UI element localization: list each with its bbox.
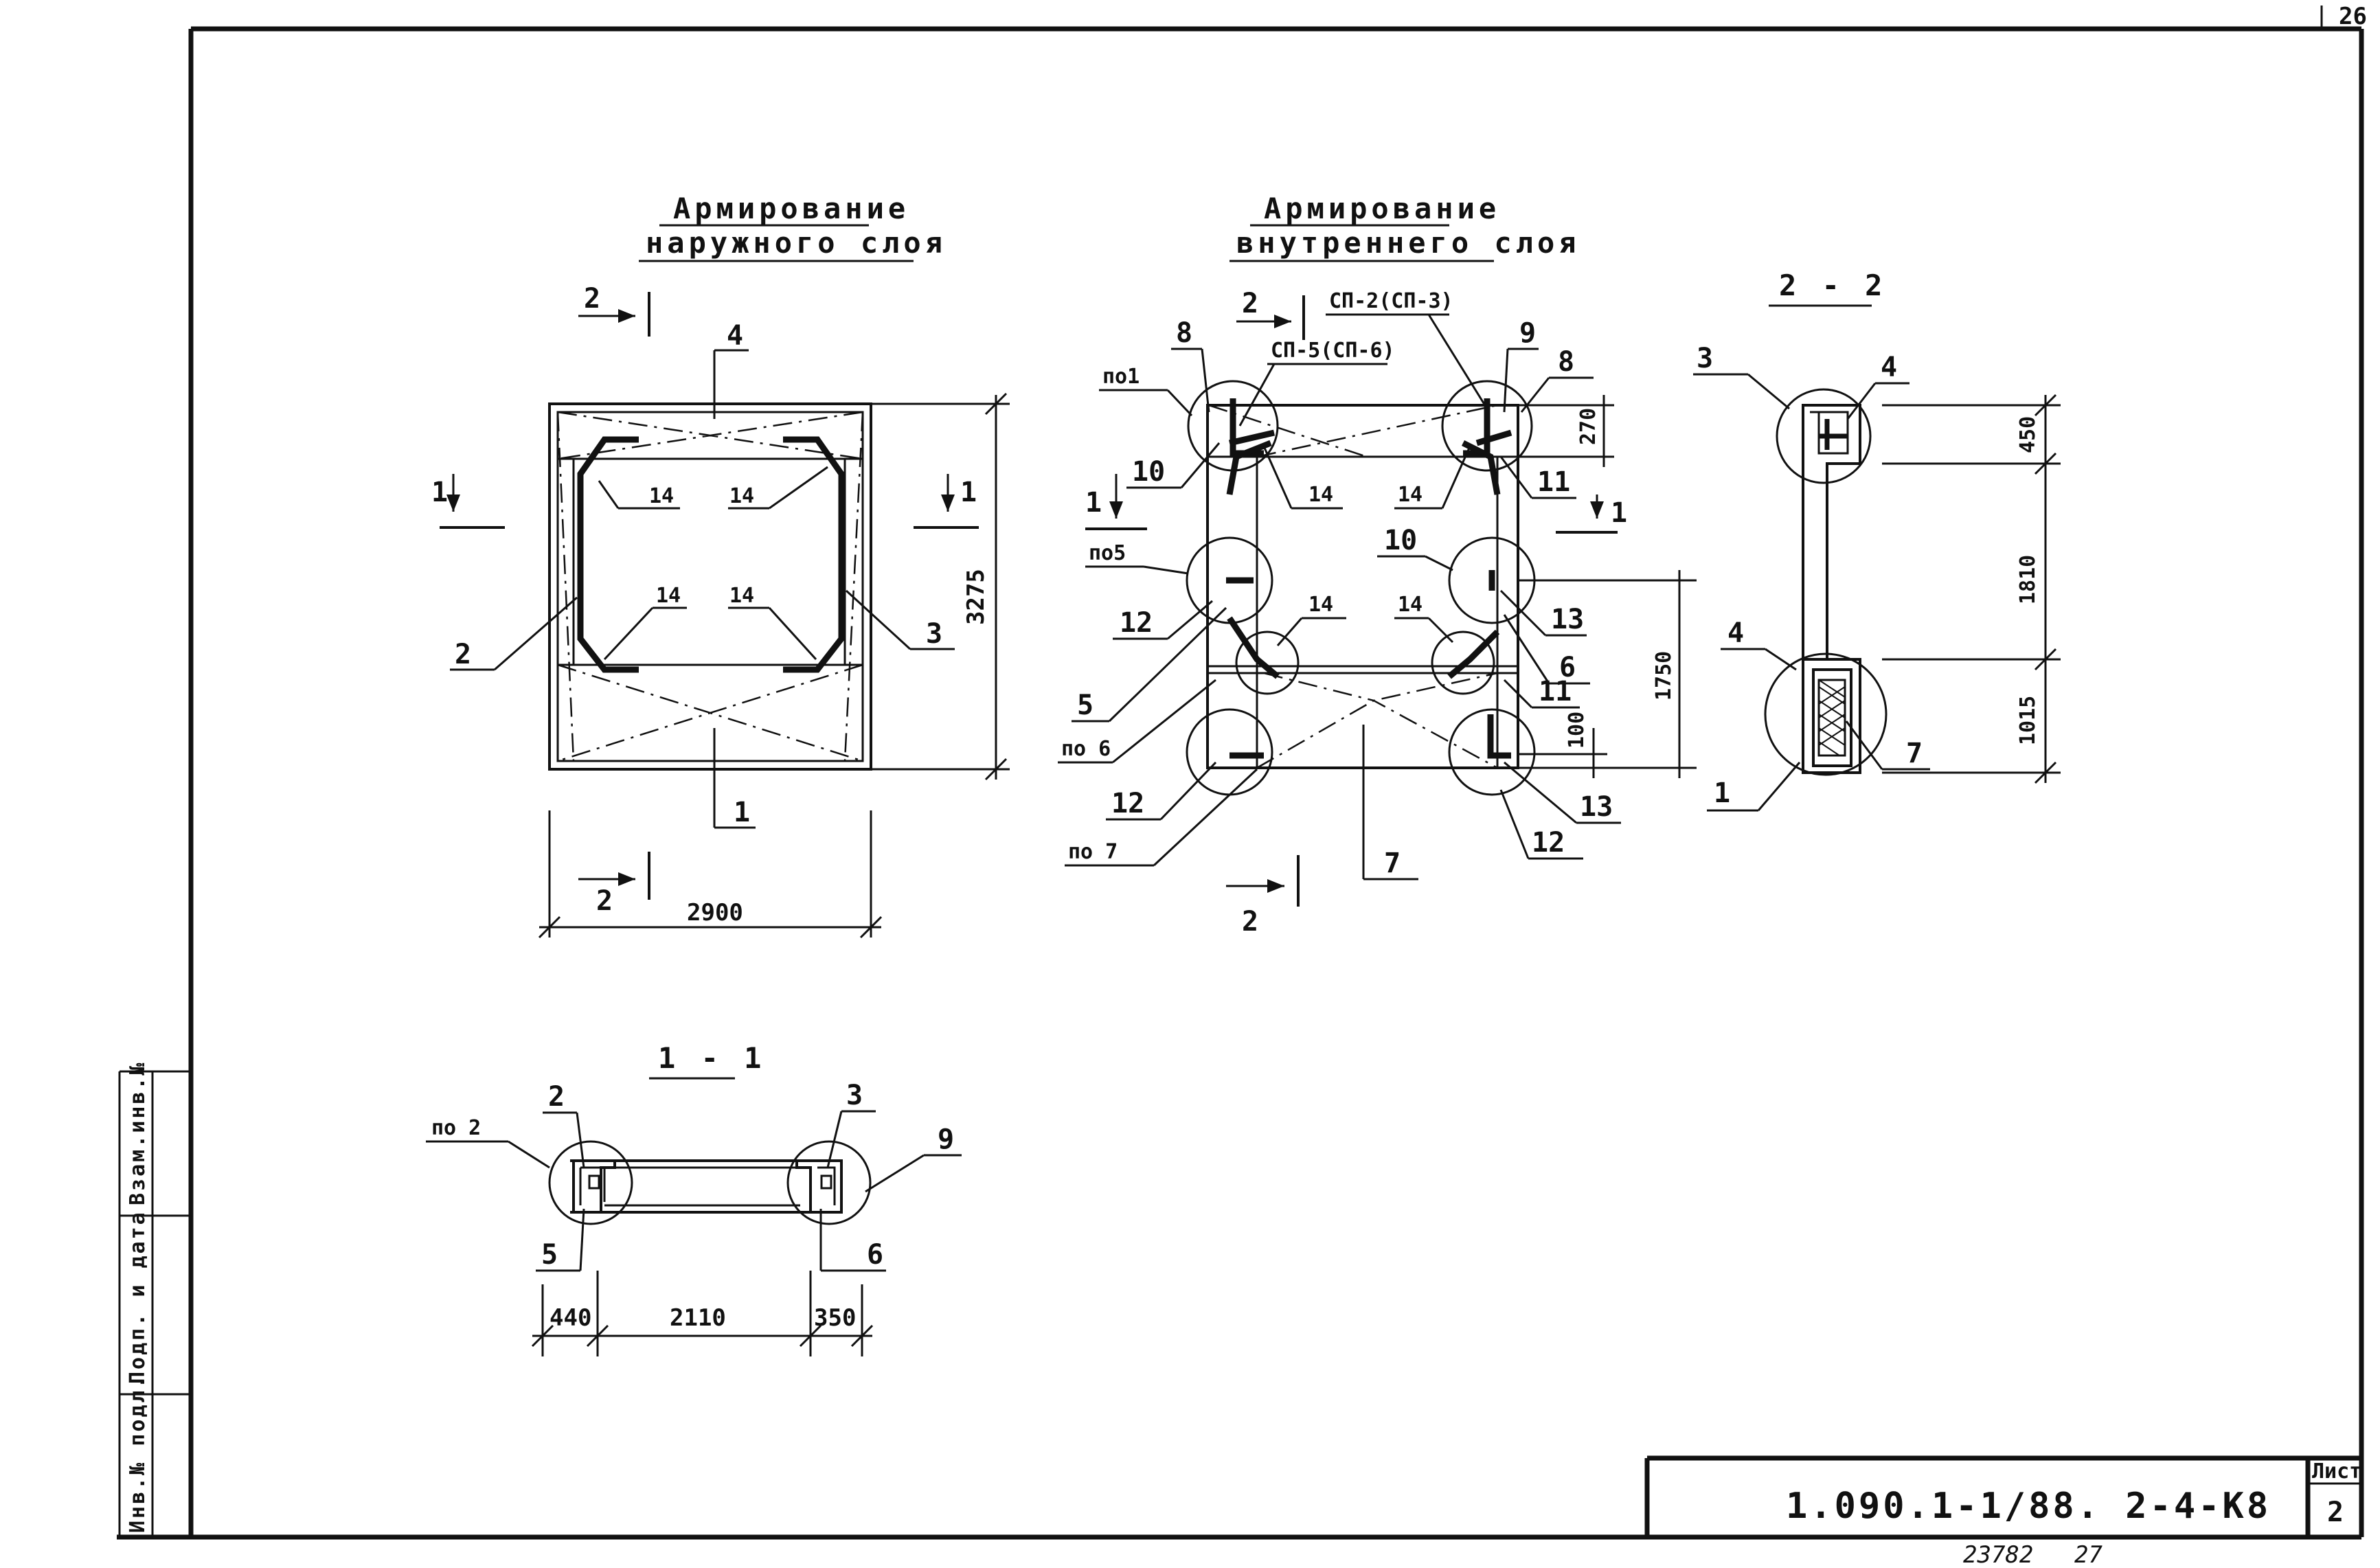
outer-pos-14: 14 bbox=[649, 484, 674, 508]
s11-pos-5: 5 bbox=[541, 1239, 558, 1271]
inner-pos-12: 12 bbox=[1111, 788, 1144, 819]
inner-pos-10-right: 10 bbox=[1384, 525, 1417, 556]
outer-sec-1-right: 1 bbox=[960, 477, 977, 508]
outer-pos-14: 14 bbox=[729, 484, 754, 508]
inner-sp23: СП-2(СП-3) bbox=[1329, 289, 1453, 313]
inner-pos-14: 14 bbox=[1308, 483, 1333, 507]
inner-po1: по1 bbox=[1102, 365, 1140, 389]
section-11-title: 1 - 1 bbox=[658, 1041, 765, 1075]
inner-po6: по 6 bbox=[1061, 737, 1111, 761]
s22-pos-7: 7 bbox=[1906, 738, 1923, 769]
inner-pos-14: 14 bbox=[1308, 593, 1333, 617]
s11-dim-350: 350 bbox=[814, 1304, 856, 1332]
s22-pos-4-top: 4 bbox=[1881, 352, 1897, 383]
outer-sec-2-top: 2 bbox=[584, 283, 600, 315]
inner-dim-100: 100 bbox=[1565, 712, 1589, 749]
inner-dim-270: 270 bbox=[1576, 408, 1600, 445]
inner-pos-14: 14 bbox=[1398, 483, 1423, 507]
view-inner-layer: Армирование внутреннего слоя bbox=[1058, 192, 1697, 938]
inner-pos-14: 14 bbox=[1398, 593, 1423, 617]
inner-po7: по 7 bbox=[1068, 840, 1118, 864]
s11-pos-9: 9 bbox=[938, 1124, 954, 1155]
outer-dim-height: 3275 bbox=[962, 569, 990, 625]
inner-sec-1-right: 1 bbox=[1611, 497, 1627, 529]
document-code: 1.090.1-1/88. 2-4-К8 bbox=[1786, 1486, 2271, 1527]
side-stamp: Взам.инв.№ Подп. и дата Инв.№ подл. bbox=[118, 1060, 191, 1537]
inner-sp56: СП-5(СП-6) bbox=[1271, 339, 1395, 363]
outer-sec-2-bottom: 2 bbox=[596, 885, 613, 917]
inner-po5: по5 bbox=[1089, 541, 1126, 565]
stamp-inv-orig: Инв.№ подл. bbox=[126, 1374, 150, 1533]
s22-dim-450: 450 bbox=[2016, 416, 2040, 453]
inner-sec-1-left: 1 bbox=[1085, 487, 1102, 519]
view-outer-layer: Армирование наружного слоя 4 1 2 3 14 bbox=[431, 192, 1010, 939]
inner-pos-13-bottom: 13 bbox=[1580, 791, 1613, 823]
outer-pos-14: 14 bbox=[656, 584, 681, 608]
section-2-2: 2 - 2 3 4 4 1 7 450 1810 1015 bbox=[1693, 269, 2061, 812]
outer-title-line1: Армирование bbox=[673, 192, 909, 225]
s22-dim-1015: 1015 bbox=[2016, 696, 2040, 745]
s22-pos-1: 1 bbox=[1714, 777, 1730, 809]
outer-pos-1: 1 bbox=[734, 797, 750, 828]
sheet-frame: 26 bbox=[117, 3, 2367, 1540]
sheet-label: Лист bbox=[2312, 1459, 2361, 1484]
title-block: Лист 2 1.090.1-1/88. 2-4-К8 23782 27 bbox=[1644, 1455, 2361, 1568]
inner-pos-10-left: 10 bbox=[1132, 456, 1165, 488]
s11-dim-2110: 2110 bbox=[670, 1304, 726, 1332]
inner-pos-5: 5 bbox=[1077, 690, 1093, 721]
stamp-sign-date: Подп. и дата bbox=[126, 1210, 150, 1384]
outer-sec-1-left: 1 bbox=[431, 477, 448, 508]
s11-pos-2: 2 bbox=[548, 1081, 565, 1113]
stamp-inv-replace: Взам.инв.№ bbox=[126, 1060, 150, 1205]
archive-number: 23782 bbox=[1963, 1541, 2033, 1568]
s22-pos-4-bottom: 4 bbox=[1727, 617, 1744, 649]
inner-sec-2-top: 2 bbox=[1242, 288, 1258, 319]
outer-pos-4: 4 bbox=[727, 320, 743, 352]
inner-pos-8-left: 8 bbox=[1176, 317, 1192, 349]
s22-pos-3: 3 bbox=[1697, 343, 1713, 374]
outer-pos-3: 3 bbox=[926, 618, 942, 650]
inner-pos-12: 12 bbox=[1120, 607, 1153, 639]
outer-pos-14: 14 bbox=[729, 584, 754, 608]
inner-pos-11-bottom: 11 bbox=[1539, 676, 1572, 707]
corner-page-number: 26 bbox=[2339, 3, 2367, 30]
inner-pos-6: 6 bbox=[1559, 652, 1576, 683]
inner-pos-13-top: 13 bbox=[1551, 604, 1584, 635]
inner-pos-12: 12 bbox=[1532, 827, 1565, 859]
sheet-number: 2 bbox=[2327, 1497, 2344, 1528]
inner-pos-8-right: 8 bbox=[1558, 346, 1574, 378]
inner-pos-9: 9 bbox=[1519, 317, 1536, 349]
section-22-title: 2 - 2 bbox=[1779, 269, 1886, 302]
inner-title-line2: внутреннего слоя bbox=[1236, 226, 1580, 260]
inner-dim-1750: 1750 bbox=[1652, 651, 1676, 701]
inner-sec-2-bottom: 2 bbox=[1242, 906, 1258, 938]
s11-po2: по 2 bbox=[431, 1116, 481, 1140]
s11-pos-3: 3 bbox=[846, 1080, 863, 1111]
outer-title-line2: наружного слоя bbox=[646, 226, 947, 260]
s11-pos-6: 6 bbox=[867, 1239, 883, 1271]
outer-dim-width: 2900 bbox=[687, 899, 743, 927]
s22-dim-1810: 1810 bbox=[2016, 555, 2040, 604]
archive-page: 27 bbox=[2074, 1541, 2103, 1568]
inner-pos-7: 7 bbox=[1384, 848, 1401, 879]
s11-dim-440: 440 bbox=[549, 1304, 591, 1332]
section-1-1: 1 - 1 2 по 2 3 9 5 6 bbox=[426, 1041, 962, 1356]
inner-title-line1: Армирование bbox=[1264, 192, 1500, 225]
inner-pos-11-top: 11 bbox=[1537, 466, 1570, 498]
outer-pos-2: 2 bbox=[455, 639, 471, 670]
